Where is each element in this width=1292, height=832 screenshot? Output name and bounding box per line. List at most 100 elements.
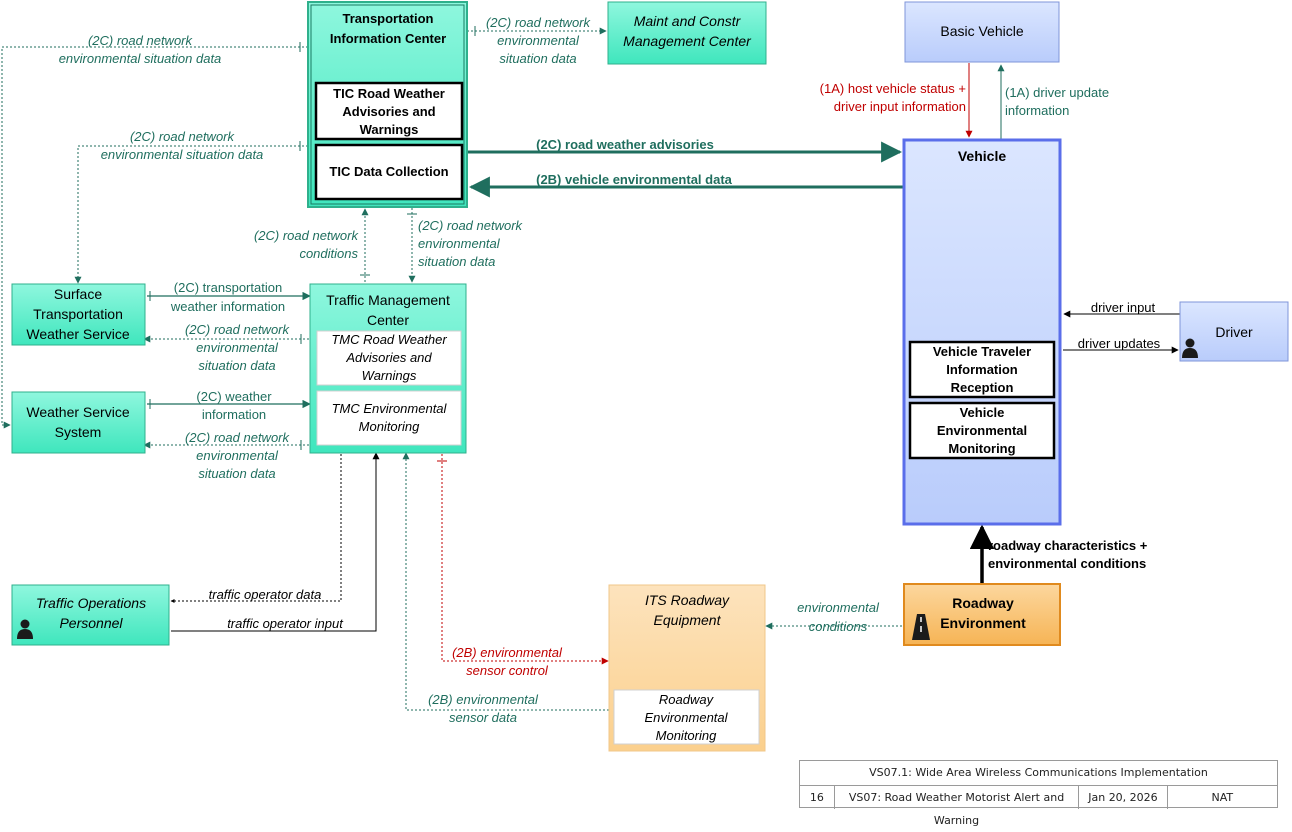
flow-label: (2C) road network: [185, 430, 291, 445]
flow-label: environmental conditions: [988, 556, 1146, 571]
flow-label: (2C) road network: [418, 218, 524, 233]
vem-label-1: Vehicle: [960, 405, 1005, 420]
flow-label: (2C) weather: [196, 389, 272, 404]
flow-label: information: [202, 407, 266, 422]
maint-label-2: Management Center: [623, 33, 752, 49]
rem-label-2: Environmental: [644, 710, 728, 725]
tmc-em-label-2: Monitoring: [359, 419, 420, 434]
diagram-footer-table: VS07.1: Wide Area Wireless Communication…: [799, 760, 1278, 827]
road-icon: [912, 614, 930, 640]
flow-tic-wss: [1, 46, 308, 429]
wss-label-2: System: [55, 424, 102, 440]
stws-label-1: Surface: [54, 286, 102, 302]
tmc-rwa-label-3: Warnings: [362, 368, 417, 383]
vtir-label-3: Reception: [951, 380, 1014, 395]
flow-label: (2C) road network: [88, 33, 194, 48]
tic-rwa-label-1: TIC Road Weather: [333, 86, 445, 101]
vehicle-box[interactable]: Vehicle: [902, 138, 1062, 526]
flow-label: weather information: [170, 299, 285, 314]
tic-dc-label: TIC Data Collection: [329, 164, 448, 179]
stws-box[interactable]: Surface Transportation Weather Service: [11, 283, 146, 346]
top-label-1: Traffic Operations: [36, 595, 146, 611]
tic-rwa-label-2: Advisories and: [342, 104, 435, 119]
tmc-env-monitoring-box[interactable]: TMC Environmental Monitoring: [316, 390, 462, 446]
flow-traffic-operator-input: [171, 452, 380, 632]
vtir-label-2: Information: [946, 362, 1018, 377]
tmc-rwa-label-1: TMC Road Weather: [331, 332, 447, 347]
flow-label: environmental: [797, 600, 880, 615]
flow-label: environmental: [196, 448, 279, 463]
wss-label-1: Weather Service: [26, 404, 129, 420]
stws-label-3: Weather Service: [26, 326, 129, 342]
footer-number: 16: [800, 786, 835, 809]
vem-label-2: Environmental: [937, 423, 1027, 438]
vehicle-traveler-info-box[interactable]: Vehicle Traveler Information Reception: [908, 340, 1056, 399]
its-label-2: Equipment: [654, 612, 722, 628]
tic-title-2: Information Center: [330, 31, 446, 46]
maint-label-1: Maint and Constr: [634, 13, 742, 29]
tic-title: Transportation: [342, 11, 433, 26]
tmc-em-label-1: TMC Environmental: [332, 401, 448, 416]
footer-title: VS07.1: Wide Area Wireless Communication…: [800, 761, 1277, 786]
vem-label-3: Monitoring: [948, 441, 1015, 456]
driver-label: Driver: [1215, 324, 1253, 340]
flow-sensor-control: [441, 454, 609, 665]
vehicle-env-monitoring-box[interactable]: Vehicle Environmental Monitoring: [908, 401, 1056, 460]
roadway-environment-box[interactable]: Roadway Environment: [903, 583, 1061, 646]
driver-box[interactable]: Driver: [1179, 301, 1289, 362]
flow-label: (2C) road network: [486, 15, 592, 30]
tic-data-collection-box[interactable]: TIC Data Collection: [314, 143, 464, 201]
rem-label-3: Monitoring: [656, 728, 717, 743]
flow-label: (2C) road weather advisories: [536, 137, 714, 152]
flow-label: (2C) road network: [254, 228, 360, 243]
stws-label-2: Transportation: [33, 306, 123, 322]
flow-label: driver input: [1091, 300, 1156, 315]
top-label-2: Personnel: [59, 615, 123, 631]
footer-service: VS07: Road Weather Motorist Alert and Wa…: [835, 786, 1080, 827]
tic-road-weather-box[interactable]: TIC Road Weather Advisories and Warnings: [314, 81, 464, 141]
traffic-ops-personnel-box[interactable]: Traffic Operations Personnel: [11, 584, 170, 646]
flow-label: (1A) host vehicle status +: [820, 81, 966, 96]
tmc-rwa-label-2: Advisories and: [345, 350, 432, 365]
flow-label: situation data: [198, 358, 275, 373]
flow-tic-stws: [74, 145, 308, 284]
maint-constr-box[interactable]: Maint and Constr Management Center: [607, 1, 767, 65]
tmc-label-1: Traffic Management: [326, 292, 450, 308]
rem-label-1: Roadway: [659, 692, 715, 707]
flow-label: conditions: [299, 246, 358, 261]
roadenv-label-1: Roadway: [952, 595, 1014, 611]
flow-label: environmental: [497, 33, 580, 48]
basic-vehicle-box[interactable]: Basic Vehicle: [904, 1, 1060, 63]
tic-rwa-label-3: Warnings: [360, 122, 419, 137]
flow-label: situation data: [418, 254, 495, 269]
flow-label: situation data: [198, 466, 275, 481]
flow-label: environmental situation data: [59, 51, 222, 66]
architecture-diagram: Transportation Information Center TIC Ro…: [1, 1, 1289, 752]
flow-label: traffic operator data: [209, 587, 322, 602]
flow-label: environmental: [196, 340, 279, 355]
flow-label: traffic operator input: [227, 616, 344, 631]
basic-vehicle-label: Basic Vehicle: [940, 23, 1023, 39]
flow-label: (2B) environmental: [428, 692, 539, 707]
flow-label: driver updates: [1078, 336, 1161, 351]
roadenv-label-2: Environment: [940, 615, 1026, 631]
wss-box[interactable]: Weather Service System: [11, 391, 146, 454]
flow-label: information: [1005, 103, 1069, 118]
roadway-env-monitoring-box[interactable]: Roadway Environmental Monitoring: [613, 689, 760, 745]
flow-label: (2C) transportation: [174, 280, 282, 295]
person-icon: [17, 619, 33, 639]
flow-label: (2B) vehicle environmental data: [536, 172, 733, 187]
vehicle-title: Vehicle: [958, 148, 1006, 164]
footer-scope: NAT: [1211, 791, 1234, 804]
flow-label: (2C) road network: [185, 322, 291, 337]
flow-label: (2B) environmental: [452, 645, 563, 660]
footer-date: Jan 20, 2026: [1079, 786, 1168, 809]
flow-label: (1A) driver update: [1005, 85, 1109, 100]
flow-label: environmental situation data: [101, 147, 264, 162]
flow-label: sensor data: [449, 710, 517, 725]
flow-label: (2C) road network: [130, 129, 236, 144]
tmc-road-weather-box[interactable]: TMC Road Weather Advisories and Warnings: [316, 330, 462, 386]
vtir-label-1: Vehicle Traveler: [933, 344, 1031, 359]
flow-label: roadway characteristics +: [988, 538, 1148, 553]
person-icon: [1182, 338, 1198, 358]
